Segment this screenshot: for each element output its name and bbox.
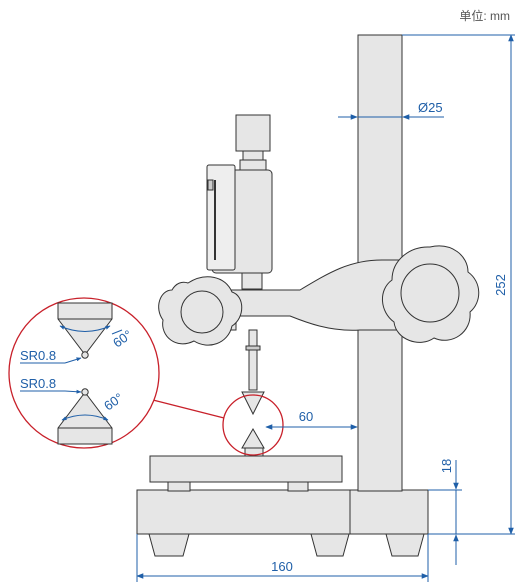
upper-radius-label: SR0.8 — [20, 348, 56, 363]
gauge-top-cap — [235, 114, 271, 152]
gauge-spindle — [248, 329, 258, 391]
base-width-label: 160 — [271, 559, 293, 574]
height-label: 252 — [493, 274, 508, 296]
right-clamp-knob — [382, 245, 480, 343]
anvil-table — [149, 446, 343, 492]
base-foot-middle — [310, 533, 350, 557]
base-block — [136, 489, 429, 535]
base — [136, 489, 429, 557]
base-foot-right — [385, 533, 425, 557]
callout-detail-circle — [8, 297, 160, 449]
base-thickness-label: 18 — [439, 459, 454, 473]
unit-label: 单位: mm — [459, 8, 510, 23]
left-clamp-knob — [158, 276, 243, 346]
tip-detail-callout: 60° SR0.8 60° SR0.8 — [8, 297, 284, 456]
dimension-lines — [136, 34, 515, 582]
throat-depth-label: 60 — [299, 409, 313, 424]
callout-leader — [152, 399, 225, 419]
arm — [199, 259, 403, 331]
lower-radius-label: SR0.8 — [20, 376, 56, 391]
column-diameter-label: Ø25 — [418, 100, 443, 115]
upper-probe — [241, 391, 265, 416]
dial-gauge — [206, 114, 273, 416]
lower-anvil-point — [241, 428, 265, 449]
base-foot-left — [148, 533, 190, 557]
